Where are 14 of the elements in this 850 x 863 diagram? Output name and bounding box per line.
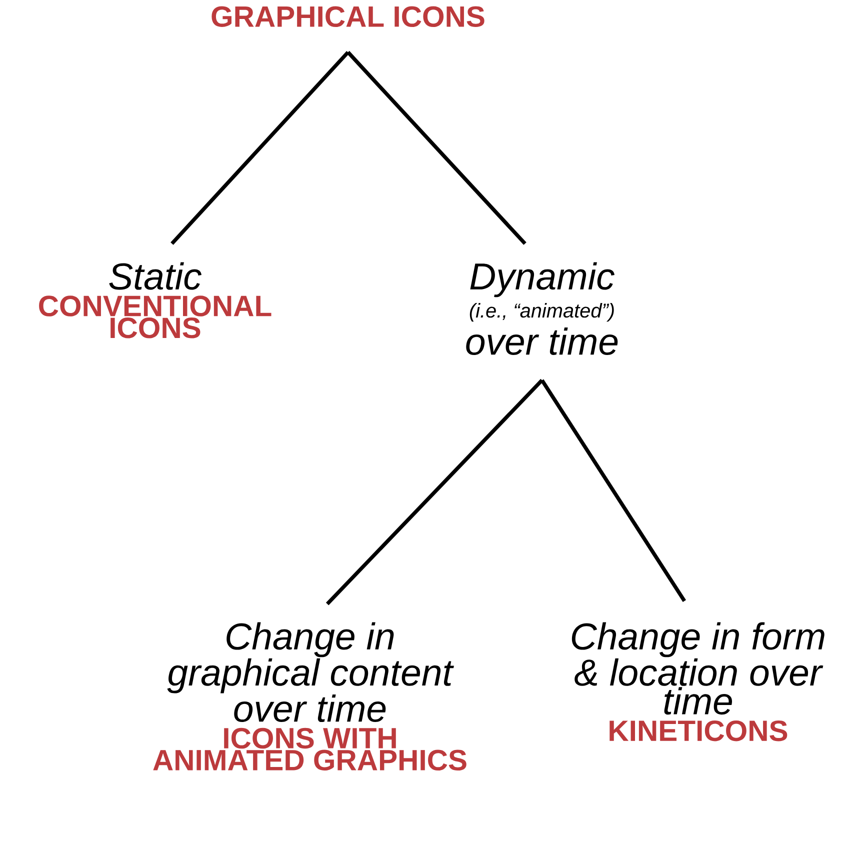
branch-line	[326, 378, 544, 606]
category-label: Static	[109, 262, 202, 290]
note-label: (i.e., “animated”)	[470, 303, 614, 322]
icon-type-label: ICONS WITH ANIMATED GRAPHICS	[153, 728, 466, 771]
branch-line	[170, 50, 350, 245]
icon-type-label: CONVENTIONAL ICONS	[39, 296, 272, 338]
category-label: over time	[466, 327, 618, 355]
category-label: Change in form & location over time	[572, 622, 824, 715]
branch-line	[346, 50, 526, 245]
icon-type-label: KINETICONS	[610, 720, 788, 742]
category-label: Dynamic	[470, 262, 614, 298]
heading-label: GRAPHICAL ICONS	[212, 6, 484, 27]
branch-line	[540, 379, 686, 602]
category-label: Change in graphical content over time	[167, 622, 454, 722]
